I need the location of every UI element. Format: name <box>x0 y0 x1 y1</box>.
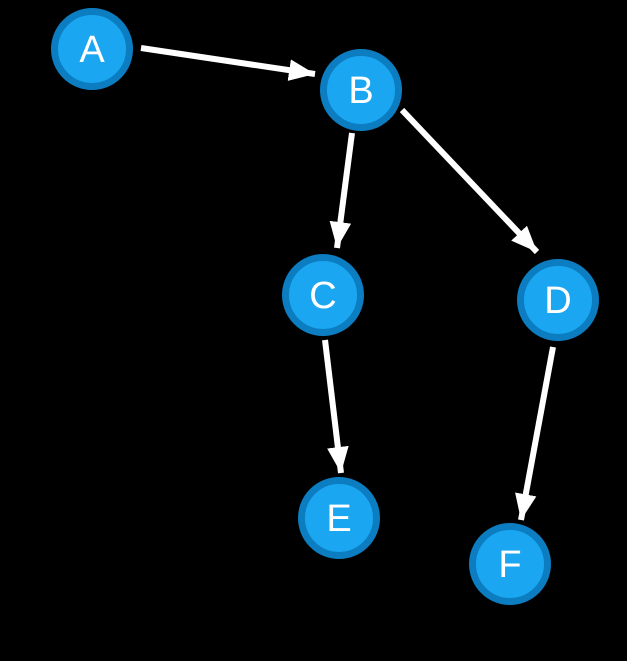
node-circle-B[interactable] <box>320 49 402 131</box>
node-circle-F[interactable] <box>469 523 551 605</box>
edge-D-F <box>515 346 556 521</box>
node-D[interactable]: D <box>517 259 599 341</box>
node-circle-A[interactable] <box>51 8 133 90</box>
node-F[interactable]: F <box>469 523 551 605</box>
edge-B-D <box>399 107 540 255</box>
node-C[interactable]: C <box>282 254 364 336</box>
node-E[interactable]: E <box>298 477 380 559</box>
edge-A-B <box>140 45 316 81</box>
node-circle-D[interactable] <box>517 259 599 341</box>
edge-C-E <box>322 339 349 474</box>
node-circle-E[interactable] <box>298 477 380 559</box>
node-B[interactable]: B <box>320 49 402 131</box>
node-circle-C[interactable] <box>282 254 364 336</box>
edge-B-C <box>329 132 355 249</box>
node-A[interactable]: A <box>51 8 133 90</box>
